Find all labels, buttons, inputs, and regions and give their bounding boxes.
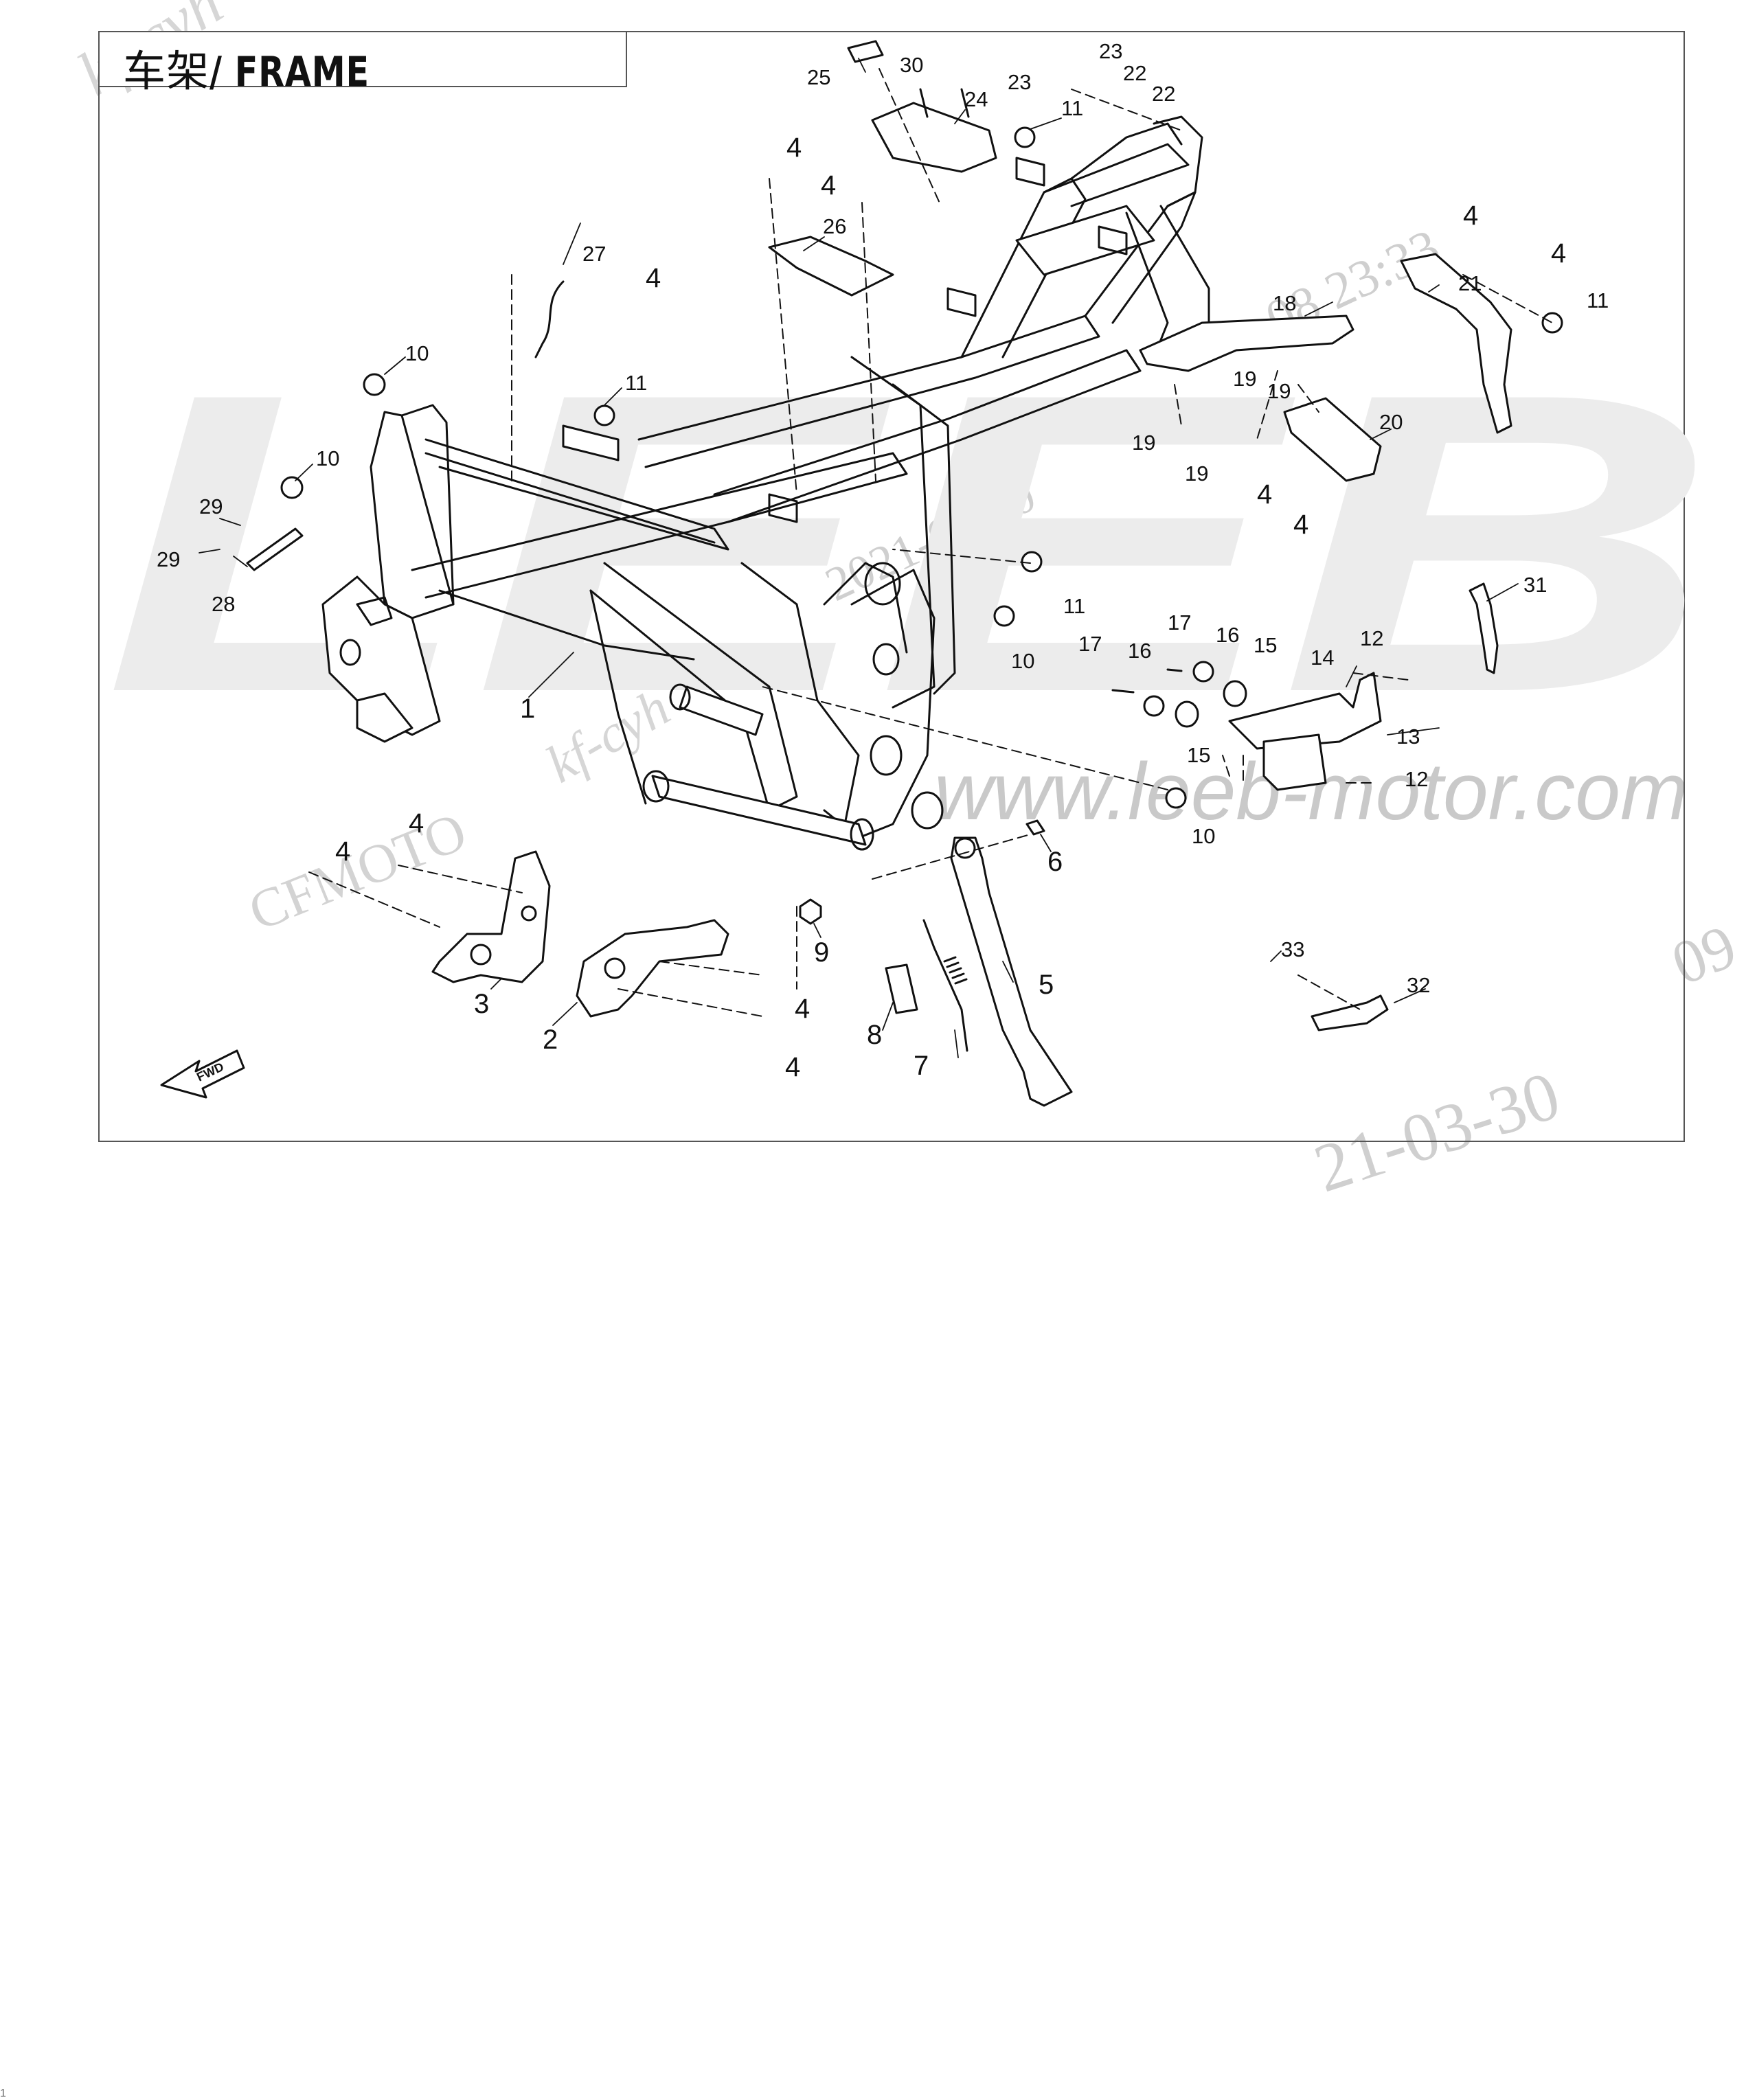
callout-19c: 19 — [1132, 431, 1155, 455]
callout-32: 32 — [1407, 973, 1430, 997]
part-7-spring — [922, 919, 968, 1052]
callout-12b: 12 — [1405, 767, 1428, 791]
title-box: 车架/ FRAME — [98, 31, 627, 96]
callout-25: 25 — [807, 65, 830, 89]
part-8-sleeve — [885, 963, 918, 1014]
callout-10c: 10 — [1011, 649, 1034, 673]
callout-4e: 4 — [1551, 238, 1566, 269]
callout-1: 1 — [520, 694, 535, 724]
callout-23a: 23 — [1099, 39, 1122, 63]
callout-19b: 19 — [1267, 379, 1291, 403]
callout-12a: 12 — [1360, 626, 1383, 650]
callout-29b: 29 — [157, 547, 180, 571]
callout-17a: 17 — [1168, 610, 1191, 635]
page-title-cn: 车架 — [123, 48, 210, 95]
mount-rubbers — [1111, 661, 1247, 728]
part-9-nut — [799, 898, 822, 925]
callout-10d: 10 — [1192, 824, 1215, 848]
callout-15a: 15 — [1254, 633, 1277, 657]
callout-4b: 4 — [821, 170, 836, 201]
callout-28: 28 — [212, 592, 235, 616]
callout-4g: 4 — [1293, 510, 1308, 540]
part-6-bolt — [1025, 819, 1045, 836]
part-21-bracket — [1400, 253, 1512, 434]
callout-10b: 10 — [316, 446, 339, 470]
callout-11a: 11 — [625, 371, 647, 395]
callout-7: 7 — [914, 1051, 929, 1081]
callout-10a: 10 — [405, 341, 429, 365]
callout-16b: 16 — [1128, 639, 1151, 663]
callout-15b: 15 — [1187, 743, 1210, 767]
part-5-side-stand — [950, 836, 1073, 1107]
callout-6: 6 — [1047, 847, 1063, 877]
callout-4h: 4 — [409, 808, 424, 838]
callout-26: 26 — [823, 214, 846, 238]
frame-exploded-diagram: LEEB — [103, 39, 1717, 1107]
part-27-wire — [534, 280, 565, 358]
part-20-plate — [1283, 397, 1382, 482]
callout-31: 31 — [1523, 573, 1547, 597]
callout-4f: 4 — [1257, 479, 1272, 510]
part-13-14-bracket — [1228, 672, 1382, 791]
part-24-bracket — [871, 88, 997, 173]
callout-23b: 23 — [1008, 70, 1031, 94]
part-2-bracket — [576, 919, 729, 1018]
part-31-bracket — [1469, 582, 1499, 674]
part-32-bracket — [1311, 994, 1389, 1031]
callout-4c: 4 — [646, 263, 661, 293]
callout-3: 3 — [474, 989, 489, 1019]
callout-5: 5 — [1039, 970, 1054, 1000]
callout-27: 27 — [582, 242, 606, 266]
callout-29a: 29 — [199, 494, 223, 518]
callout-21: 21 — [1458, 271, 1482, 295]
part-3-bracket — [431, 850, 551, 983]
fwd-arrow-icon — [160, 1049, 245, 1099]
callout-2: 2 — [543, 1025, 558, 1055]
callout-20: 20 — [1379, 410, 1403, 434]
callout-8: 8 — [867, 1020, 882, 1050]
callout-22a: 22 — [1123, 61, 1146, 85]
callout-4k: 4 — [785, 1052, 800, 1082]
callout-13: 13 — [1396, 724, 1420, 749]
callout-22b: 22 — [1152, 82, 1175, 106]
diagram-frame — [98, 31, 1685, 1142]
assembly-lines — [308, 68, 1553, 1017]
main-frame — [321, 115, 1210, 851]
callout-labels: 1 2 3 4 4 4 4 4 4 4 4 4 4 4 4 5 6 7 8 9 … — [157, 39, 1609, 1082]
callout-4d: 4 — [1463, 201, 1478, 231]
page-number: 1 — [0, 2088, 6, 2099]
callout-19d: 19 — [1185, 461, 1208, 486]
callout-4a: 4 — [786, 133, 802, 163]
callout-24: 24 — [964, 87, 988, 111]
callout-4j: 4 — [795, 994, 810, 1024]
callout-16a: 16 — [1216, 623, 1239, 647]
page-title-en: / FRAME — [209, 48, 370, 96]
callout-17b: 17 — [1078, 632, 1102, 656]
part-25-cap — [847, 40, 884, 63]
callout-18: 18 — [1273, 291, 1296, 315]
callout-33: 33 — [1281, 937, 1304, 961]
part-28-strap — [246, 527, 304, 571]
page-title: 车架/ FRAME — [123, 36, 405, 98]
watermark-brand: LEEB — [103, 306, 1717, 781]
callout-11d: 11 — [1587, 288, 1609, 312]
callout-11c: 11 — [1063, 594, 1085, 618]
grommets — [280, 126, 1563, 809]
callout-9: 9 — [814, 937, 829, 968]
callout-30: 30 — [900, 53, 923, 77]
part-18-bracket — [1139, 315, 1354, 372]
callout-11b: 11 — [1061, 96, 1083, 120]
callout-19a: 19 — [1233, 367, 1256, 391]
leader-lines — [199, 58, 1519, 1058]
callout-14: 14 — [1311, 646, 1334, 670]
part-26-bracket — [768, 236, 894, 297]
callout-4i: 4 — [335, 836, 350, 867]
